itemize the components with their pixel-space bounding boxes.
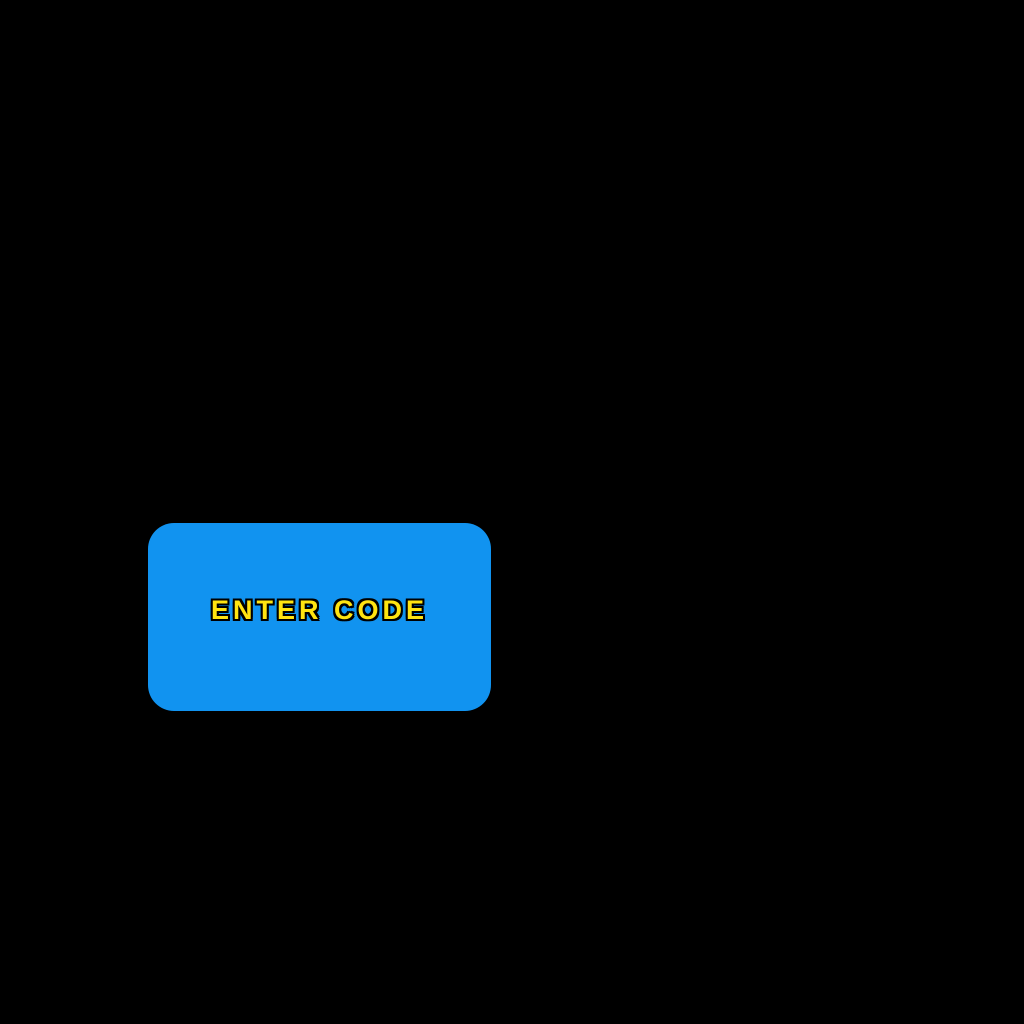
enter-code-button-label: ENTER CODE: [210, 594, 429, 625]
enter-code-button[interactable]: ENTER CODE: [148, 523, 491, 711]
